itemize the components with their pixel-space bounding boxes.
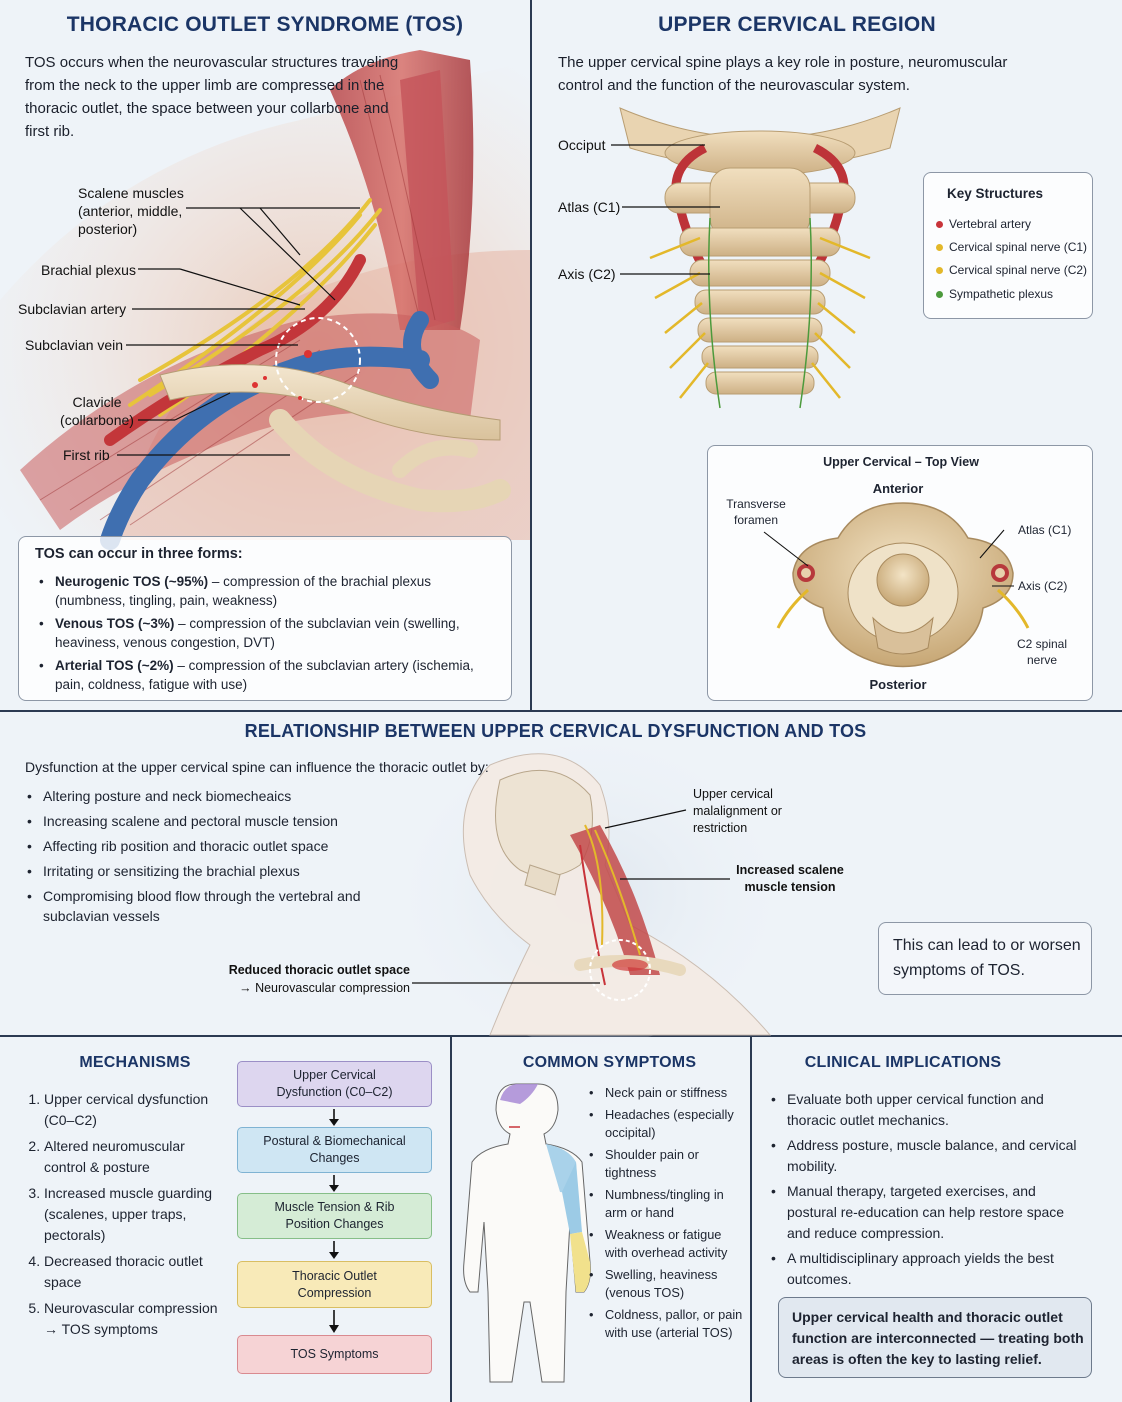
flow-step-cervical-dysfunction: Upper Cervical Dysfunction (C0–C2): [237, 1061, 432, 1107]
top-view-atlas: Atlas (C1): [1018, 523, 1072, 537]
tos-form-item: Venous TOS (~3%) – compression of the su…: [37, 614, 497, 652]
clinical-item: Address posture, muscle balance, and cer…: [769, 1135, 1089, 1177]
symptoms-list: Neck pain or stiffness Headaches (especi…: [587, 1084, 745, 1343]
mechanism-item: Upper cervical dysfunction (C0–C2): [44, 1089, 224, 1131]
mechanism-item: Altered neuromuscular control & posture: [44, 1136, 224, 1178]
label-scalene-muscles: Scalene muscles (anterior, middle, poste…: [78, 185, 184, 237]
label-brachial-plexus: Brachial plexus: [41, 262, 136, 278]
key-structures-legend: Key Structures Vertebral artery Cervical…: [923, 172, 1093, 319]
top-view-axis: Axis (C2): [1018, 579, 1068, 593]
top-view-anterior: Anterior: [872, 481, 924, 496]
flow-step-tos-symptoms: TOS Symptoms: [237, 1335, 432, 1374]
mechanisms-title: MECHANISMS: [79, 1054, 191, 1071]
clinical-item: A multidisciplinary approach yields the …: [769, 1248, 1089, 1290]
relationship-title: RELATIONSHIP BETWEEN UPPER CERVICAL DYSF…: [244, 721, 867, 741]
relationship-bullet: Altering posture and neck biomecheaics: [25, 786, 375, 806]
clinical-item: Evaluate both upper cervical function an…: [769, 1089, 1089, 1131]
relationship-bullets: Altering posture and neck biomecheaics I…: [25, 786, 375, 926]
tos-intro: TOS occurs when the neurovascular struct…: [25, 54, 399, 140]
tos-form-item: Neurogenic TOS (~95%) – compression of t…: [37, 572, 497, 610]
mechanisms-list: Upper cervical dysfunction (C0–C2) Alter…: [44, 1089, 224, 1340]
relationship-bullet: Increasing scalene and pectoral muscle t…: [25, 811, 375, 831]
relationship-bullet: Affecting rib position and thoracic outl…: [25, 836, 375, 856]
symptom-item: Weakness or fatigue with overhead activi…: [587, 1226, 745, 1263]
atlas-axis-top-view-illustration: [776, 502, 1030, 668]
mechanism-item: Increased muscle guarding (scalenes, upp…: [44, 1183, 224, 1246]
legend-item: Sympathetic plexus: [936, 287, 1053, 301]
ucr-intro: The upper cervical spine plays a key rol…: [558, 54, 1008, 94]
mechanism-item: Neurovascular compression → TOS symptoms: [44, 1298, 224, 1340]
symptom-item: Coldness, pallor, or pain with use (arte…: [587, 1306, 745, 1343]
tos-title: THORACIC OUTLET SYNDROME (TOS): [66, 13, 464, 36]
relationship-bullet: Irritating or sensitizing the brachial p…: [25, 861, 375, 881]
top-view-foramen: Transverse foramen: [726, 497, 786, 527]
symptom-item: Swelling, heaviness (venous TOS): [587, 1266, 745, 1303]
label-reduced-space: Reduced thoracic outlet space → Neurovas…: [228, 963, 410, 995]
legend-title: Key Structures: [947, 186, 1044, 201]
legend-swatch-yellow: [936, 244, 943, 251]
divider-middle-horizontal: [0, 710, 1122, 712]
legend-swatch-yellow: [936, 267, 943, 274]
symptom-item: Shoulder pain or tightness: [587, 1146, 745, 1183]
flow-step-outlet-compression: Thoracic Outlet Compression: [237, 1261, 432, 1308]
relationship-note: This can lead to or worsen symptoms of T…: [878, 922, 1092, 995]
symptoms-title: COMMON SYMPTOMS: [522, 1054, 697, 1071]
divider-top-vertical: [530, 0, 532, 711]
ucr-title: UPPER CERVICAL REGION: [658, 13, 936, 36]
relationship-leader-lines: [412, 809, 730, 984]
top-view-box: Upper Cervical – Top View Anterior Poste…: [707, 445, 1093, 701]
label-subclavian-artery: Subclavian artery: [18, 301, 127, 317]
label-occiput: Occiput: [558, 137, 606, 153]
head-neck-illustration: [410, 745, 772, 1045]
cervical-spine-illustration: [619, 107, 901, 409]
label-first-rib: First rib: [63, 447, 110, 463]
label-malalignment: Upper cervical malalignment or restricti…: [693, 787, 782, 835]
top-view-leader-lines: [763, 529, 1014, 587]
clinical-list: Evaluate both upper cervical function an…: [769, 1089, 1089, 1290]
clinical-summary: Upper cervical health and thoracic outle…: [778, 1297, 1092, 1378]
legend-item: Cervical spinal nerve (C2): [936, 263, 1087, 277]
legend-swatch-red: [936, 221, 943, 228]
legend-item: Cervical spinal nerve (C1): [936, 240, 1087, 254]
top-view-title: Upper Cervical – Top View: [823, 455, 979, 469]
symptom-item: Headaches (especially occipital): [587, 1106, 745, 1143]
legend-item: Vertebral artery: [936, 217, 1031, 231]
thoracic-outlet-illustration: [0, 50, 530, 550]
clinical-title: CLINICAL IMPLICATIONS: [804, 1054, 1002, 1071]
flow-arrows: [329, 1109, 339, 1333]
tos-forms-list: Neurogenic TOS (~95%) – compression of t…: [37, 572, 497, 694]
tos-form-item: Arterial TOS (~2%) – compression of the …: [37, 656, 497, 694]
label-subclavian-vein: Subclavian vein: [25, 337, 124, 353]
divider-bottom-left: [450, 1036, 452, 1402]
flow-step-postural-changes: Postural & Biomechanical Changes: [237, 1127, 432, 1173]
label-axis: Axis (C2): [558, 266, 616, 282]
tos-forms-title: TOS can occur in three forms:: [35, 546, 243, 562]
clinical-item: Manual therapy, targeted exercises, and …: [769, 1181, 1089, 1244]
top-view-nerve: C2 spinal nerve: [1016, 637, 1068, 667]
tos-forms-box: TOS can occur in three forms: Neurogenic…: [18, 536, 512, 701]
mechanism-item: Decreased thoracic outlet space: [44, 1251, 224, 1293]
symptom-item: Neck pain or stiffness: [587, 1084, 745, 1103]
label-scalene-tension: Increased scalene muscle tension: [736, 863, 844, 894]
legend-swatch-green: [936, 291, 943, 298]
relationship-intro: Dysfunction at the upper cervical spine …: [25, 759, 489, 775]
cervical-leader-lines: [611, 144, 720, 275]
body-symptom-map-illustration: [463, 1083, 591, 1383]
symptom-item: Numbness/tingling in arm or hand: [587, 1186, 745, 1223]
flow-step-muscle-tension: Muscle Tension & Rib Position Changes: [237, 1193, 432, 1239]
divider-bottom-right: [750, 1036, 752, 1402]
label-atlas: Atlas (C1): [558, 199, 621, 215]
relationship-bullet: Compromising blood flow through the vert…: [25, 886, 375, 926]
label-clavicle: Clavicle (collarbone): [60, 394, 134, 428]
top-view-posterior: Posterior: [869, 677, 927, 692]
